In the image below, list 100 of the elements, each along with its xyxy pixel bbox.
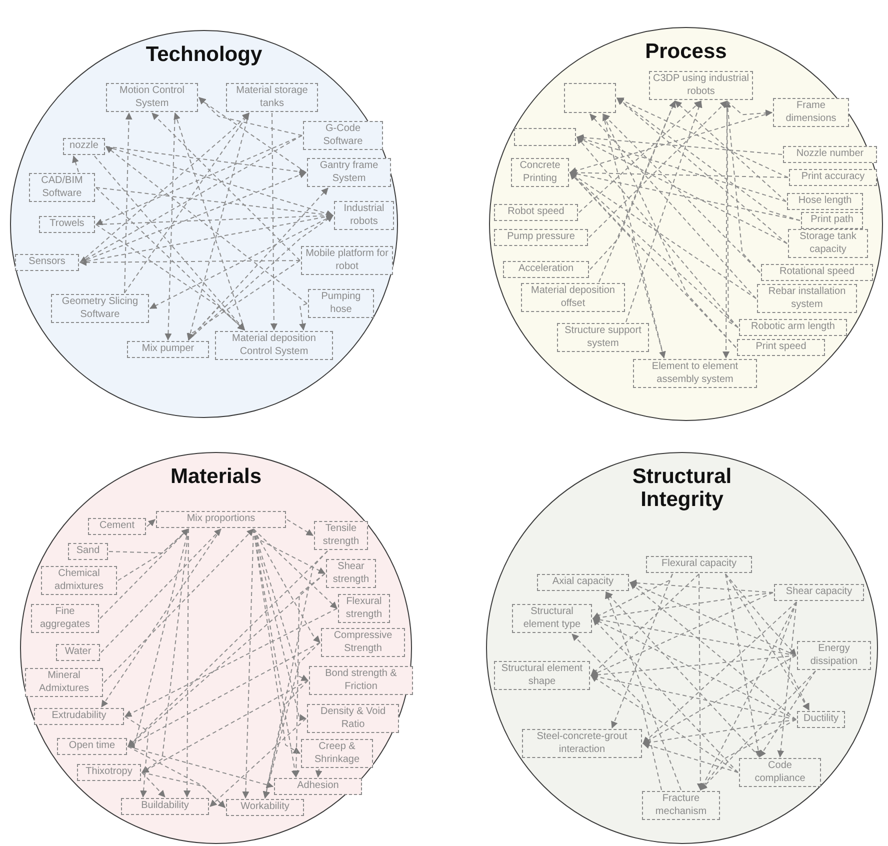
dashed-arrow	[590, 114, 756, 299]
dashed-arrow	[186, 112, 250, 340]
dashed-arrow	[253, 528, 320, 643]
parameter-box: Flexural capacity	[646, 556, 752, 572]
dashed-arrow	[759, 670, 816, 758]
dashed-arrow	[124, 608, 338, 717]
dashed-arrow	[80, 258, 300, 266]
dashed-arrow	[80, 135, 302, 263]
dashed-arrow	[299, 303, 308, 330]
dashed-arrow	[270, 112, 278, 330]
parameter-box: Structural element type	[512, 604, 592, 633]
parameter-box: Gantry frame System	[307, 158, 391, 187]
dashed-arrow	[700, 719, 796, 790]
dashed-arrow	[242, 528, 254, 798]
parameter-box: Rotational speed	[761, 264, 873, 280]
dashed-arrow	[101, 528, 222, 708]
dashed-arrow	[142, 772, 226, 808]
dashed-arrow	[198, 97, 302, 136]
parameter-box: Motion Control System	[106, 83, 198, 112]
parameter-box: Pumping hose	[308, 289, 374, 318]
dashed-arrow	[96, 135, 302, 226]
dashed-arrow	[602, 114, 666, 358]
parameter-box: Axial capacity	[537, 574, 629, 590]
parameter-box: Fine aggregates	[31, 604, 99, 633]
dashed-arrow	[118, 528, 189, 581]
parameter-box: Cement	[88, 518, 146, 534]
circle-title: Technology	[144, 43, 264, 66]
dashed-arrow	[700, 670, 816, 790]
parameter-box: Rebar installation system	[757, 284, 857, 313]
dashed-arrow	[174, 112, 245, 330]
parameter-box: Compressive Strength	[321, 628, 405, 657]
dashed-arrow	[602, 114, 760, 273]
parameter-box: Adhesion	[274, 778, 362, 794]
parameter-box: Workability	[226, 799, 304, 816]
dashed-arrow	[80, 213, 334, 263]
parameter-box: Ductility	[797, 711, 845, 728]
empty-dashed-box	[514, 128, 576, 146]
parameter-box: Sand	[68, 543, 108, 560]
dashed-arrow	[146, 519, 156, 527]
dashed-arrow	[725, 574, 762, 758]
parameter-box: CAD/BIM Software	[29, 173, 95, 202]
parameter-box: Mobile platform for robot	[301, 246, 393, 275]
parameter-box: Code compliance	[739, 758, 821, 787]
parameter-box: Robotic arm length	[739, 319, 847, 336]
dashed-arrow	[263, 642, 320, 798]
dashed-arrow	[642, 742, 738, 773]
parameter-box: Structure support system	[557, 323, 649, 352]
dashed-arrow	[626, 100, 702, 322]
dashed-arrow	[253, 528, 306, 722]
parameter-box: Print path	[801, 212, 863, 228]
dashed-arrow	[210, 718, 306, 807]
dashed-arrow	[700, 602, 797, 790]
parameter-box: Extrudability	[34, 708, 124, 724]
parameter-box: Acceleration	[503, 261, 589, 278]
dashed-arrow	[726, 100, 772, 116]
empty-dashed-box	[564, 83, 616, 113]
dashed-arrow	[725, 574, 810, 710]
dashed-arrow	[198, 97, 306, 173]
parameter-box: Creep & Shrinkage	[301, 739, 373, 768]
parameter-box: Density & Void Ratio	[307, 704, 399, 733]
dashed-arrow	[142, 528, 189, 773]
dashed-arrow	[106, 146, 306, 176]
dashed-arrow	[777, 602, 797, 758]
parameter-box: Mix pumper	[127, 341, 209, 358]
dashed-arrow	[724, 100, 738, 328]
dashed-arrow	[100, 528, 189, 619]
dashed-arrow	[630, 582, 796, 720]
dashed-arrow	[606, 592, 760, 758]
parameter-box: Bond strength & Friction	[309, 666, 413, 695]
parameter-box: Sensors	[15, 254, 79, 270]
dashed-arrow	[616, 98, 788, 244]
dashed-arrow	[80, 172, 306, 263]
dashed-arrow	[106, 146, 308, 304]
dashed-arrow	[96, 187, 245, 330]
dashed-arrow	[611, 574, 673, 728]
parameter-box: Fracture mechanism	[642, 791, 720, 820]
dashed-arrow	[128, 746, 274, 788]
dashed-arrow	[72, 156, 79, 172]
parameter-box: Mineral Admixtures	[25, 668, 103, 697]
dashed-arrow	[142, 772, 166, 798]
dashed-arrow	[184, 528, 191, 798]
parameter-box: Pump pressure	[494, 229, 588, 246]
parameter-box: Nozzle number	[783, 146, 877, 162]
circle-title: Process	[644, 40, 728, 64]
dashed-arrow	[590, 574, 700, 676]
dashed-arrow	[725, 574, 796, 656]
parameter-box: Tensile strength	[314, 521, 368, 550]
dashed-arrow	[124, 716, 149, 798]
dashed-arrow	[104, 528, 254, 683]
parameter-box: Thixotropy	[77, 764, 141, 780]
dashed-arrow	[642, 602, 797, 744]
dashed-arrow	[572, 634, 662, 790]
parameter-box: Chemical admixtures	[41, 566, 117, 595]
circle-title: Materials	[169, 465, 263, 488]
parameter-box: Hose length	[787, 193, 863, 210]
parameter-box: Concrete Printing	[511, 158, 569, 187]
parameter-box: Material deposition Control System	[215, 331, 333, 360]
dashed-arrow	[124, 112, 250, 294]
parameter-box: Frame dimensions	[773, 98, 849, 127]
dashed-arrow	[598, 100, 676, 282]
